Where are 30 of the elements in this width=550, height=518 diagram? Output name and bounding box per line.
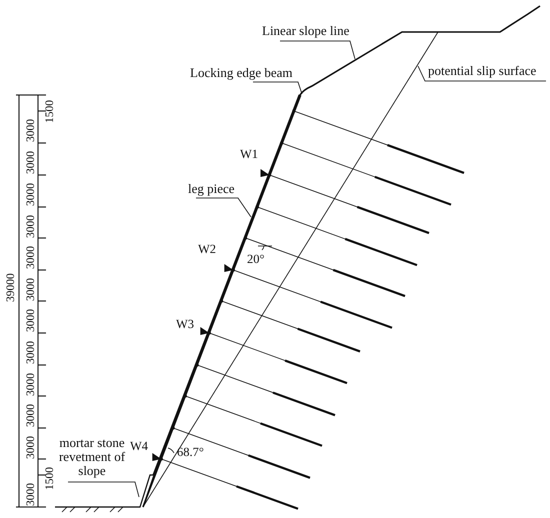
dimension-label: 3000 [25,183,38,206]
dimension-label: 39000 [5,273,18,302]
dimension-label: 3000 [25,151,38,174]
dimension-label: 3000 [25,404,38,427]
callout-label: Linear slope line [262,24,350,38]
leader-line [280,40,356,60]
dimension-label: 1500 [44,100,57,123]
marker-label: W1 [240,148,258,161]
dimension-label: 3000 [25,436,38,458]
angle-label: 20° [247,253,264,266]
dimension-label: 3000 [25,341,38,364]
dimension-label: 3000 [25,214,38,238]
leader-line [418,66,546,82]
leader-line [196,198,252,218]
dimension-label: 3000 [25,483,38,506]
marker-label: W3 [176,318,194,331]
callout-label: leg piece [188,182,235,196]
dimension-label: 1500 [44,467,57,490]
marker-label: W2 [198,243,216,256]
callout-label: Locking edge beam [190,66,293,80]
dimension-label: 3000 [25,246,38,269]
dimension-label: 3000 [25,278,38,300]
leader-line [68,482,140,498]
leader-line [252,82,302,94]
dimension-label: 3000 [25,309,38,332]
dimension-label: 3000 [25,119,38,142]
dimension-label: 3000 [25,372,38,396]
marker-label: W4 [130,440,148,453]
angle-label: 68.7° [177,446,204,459]
callout-label: potential slip surface [428,64,536,78]
